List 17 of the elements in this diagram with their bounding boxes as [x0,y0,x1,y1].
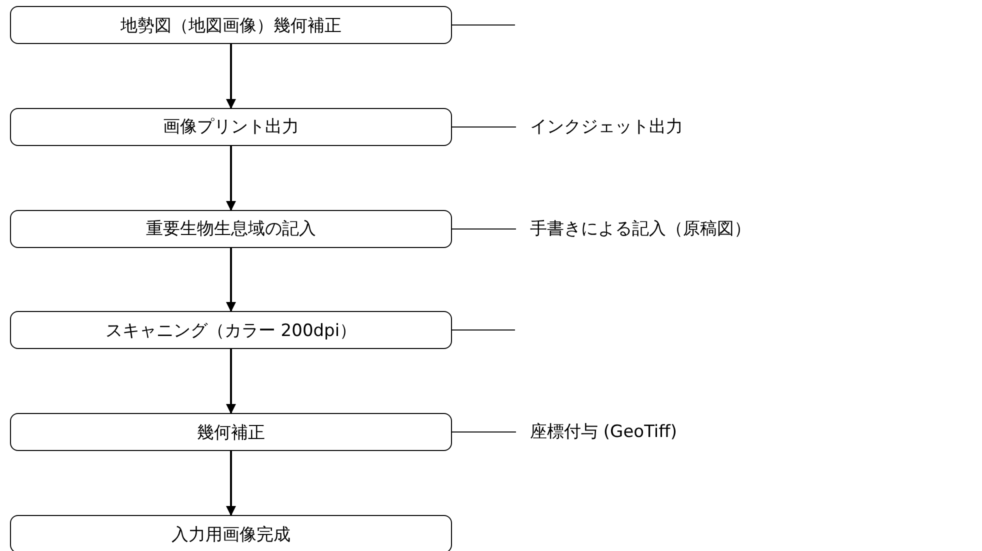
arrow [226,349,236,414]
process-box: 重要生物生息域の記入 [10,210,452,248]
leader-line [452,228,516,230]
annotation-text: 座標付与 (GeoTiff) [530,421,677,444]
leader-line [452,126,516,128]
annotation-text: インクジェット出力 [530,116,683,138]
arrow [226,44,236,109]
process-box: 入力用画像完成 [10,515,452,551]
arrow [226,248,236,312]
leader-line [452,24,516,26]
process-box: 幾何補正 [10,413,452,452]
annotation-text: 手書きによる記入（原稿図） [530,218,751,240]
process-box: 画像プリント出力 [10,108,452,146]
process-box: スキャニング（カラー 200dpi） [10,311,452,350]
arrow [226,451,236,516]
arrow [226,146,236,211]
process-box: 地勢図（地図画像）幾何補正 [10,6,452,44]
